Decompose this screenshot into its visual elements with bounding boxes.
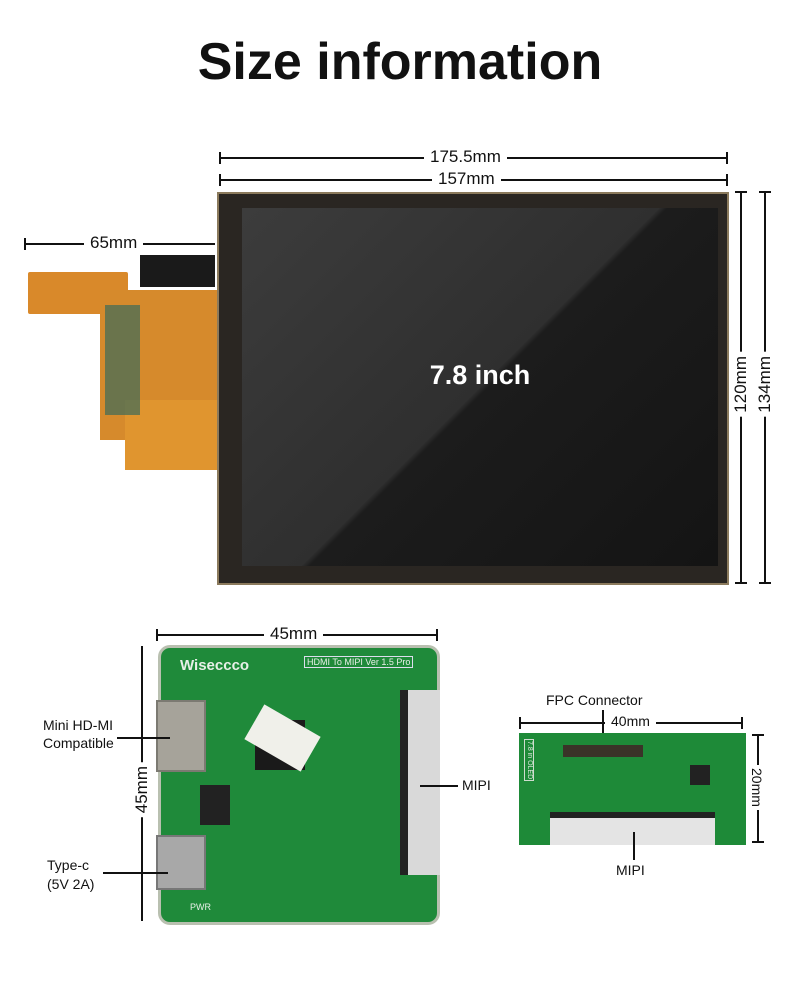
usb-label-1: Type-c [47,857,93,873]
display-fpc-chips [105,305,140,415]
board-width-label: 45mm [264,624,324,644]
adapter-height-label: 20mm [749,765,765,810]
fpc-connector [563,745,643,757]
hdmi-label-1: Mini HD-MI [43,717,113,733]
adapter-silk-label: 7.8 in OLED [524,739,534,782]
usb-c-port [156,835,206,890]
board-mipi-label: MIPI [462,777,491,793]
display-size-label: 7.8 inch [429,360,531,390]
adapter-mipi-connector [550,812,715,845]
width-outer-label: 175.5mm [424,147,507,167]
pwr-label: PWR [190,902,211,912]
fpc-connector-label: FPC Connector [546,692,643,708]
height-outer-label: 134mm [755,352,775,417]
board-version-label: HDMI To MIPI Ver 1.5 Pro [304,656,414,668]
hdmi-label-2: Compatible [43,735,117,751]
height-active-label: 120mm [731,352,751,417]
width-active-label: 157mm [432,169,501,189]
mipi-connector [400,690,440,875]
fpc-length-label: 65mm [84,233,144,253]
display-fpc-lower [125,400,220,470]
usb-label-2: (5V 2A) [47,876,95,892]
hdmi-port [156,700,206,772]
adapter-width-label: 40mm [605,713,656,729]
display-screen [242,208,718,566]
board-height-label: 45mm [132,762,152,818]
page-title: Size information [197,33,603,91]
board-brand: Wiseccco [180,657,250,674]
ic-chip [200,785,230,825]
adapter-chip [690,765,710,785]
adapter-mipi-label: MIPI [616,862,645,878]
display-fpc-small [140,255,215,287]
